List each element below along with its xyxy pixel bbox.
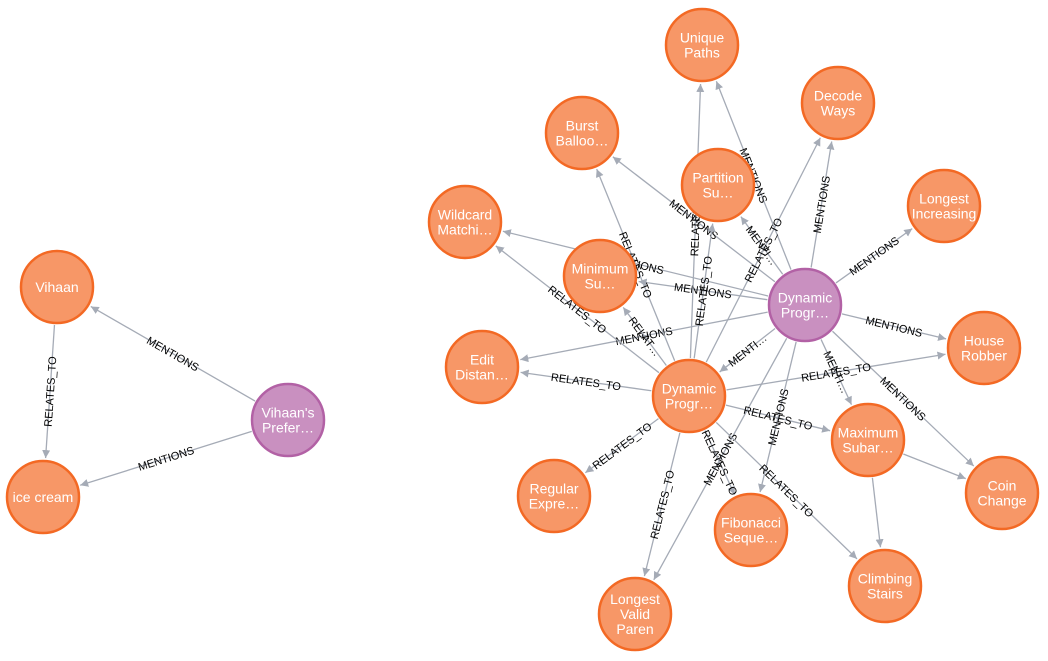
edge-label: MENTIONS	[137, 445, 196, 474]
node-circle[interactable]	[544, 95, 620, 171]
edge-line[interactable]	[622, 306, 667, 366]
edges-layer: MENTIONS MENTIONS RELATES_TO MENTIONS MENTIO…	[42, 81, 975, 581]
edge-line[interactable]	[693, 223, 716, 359]
node-circle[interactable]	[830, 402, 906, 478]
node-circle[interactable]	[946, 310, 1022, 386]
edge-line[interactable]	[584, 418, 659, 474]
node-circle[interactable]	[800, 65, 876, 141]
edge-line[interactable]	[642, 432, 681, 577]
node-circle[interactable]	[713, 492, 789, 568]
edge-dp1-house[interactable]: MENTIONS	[841, 313, 947, 341]
edge-line[interactable]	[653, 337, 788, 581]
edge-dp2-lvp[interactable]: RELATES_TO	[642, 432, 681, 577]
node-pref[interactable]: Vihaan'sPrefer…	[250, 382, 326, 458]
edge-line[interactable]	[715, 421, 858, 560]
edge-line[interactable]	[719, 327, 776, 373]
edge-label: MENTIONS	[144, 335, 200, 374]
node-circle[interactable]	[767, 267, 843, 343]
edge-dp2-regex[interactable]: RELATES_TO	[584, 418, 659, 474]
node-circle[interactable]	[651, 358, 727, 434]
node-vihaan[interactable]: Vihaan	[19, 249, 95, 325]
edge-line[interactable]	[520, 369, 652, 392]
edge-label: RELATES_TO	[649, 469, 678, 541]
node-burst[interactable]: BurstBalloo…	[544, 95, 620, 171]
edge-dp1-decode[interactable]: MENTIONS	[810, 141, 835, 268]
node-circle[interactable]	[847, 548, 923, 624]
edge-label: RELATES_TO	[591, 420, 655, 472]
edge-line[interactable]	[705, 137, 821, 363]
edge-label: MENTI…	[727, 332, 770, 369]
node-icecream[interactable]: ice cream	[5, 459, 81, 535]
edge-label: MENTIONS	[848, 235, 902, 278]
edge-line[interactable]	[689, 83, 705, 359]
edge-line[interactable]	[871, 477, 884, 548]
edge-line[interactable]	[832, 330, 975, 467]
node-circle[interactable]	[427, 184, 503, 260]
node-circle[interactable]	[19, 249, 95, 325]
node-partition[interactable]: PartitionSu…	[680, 147, 756, 223]
node-circle[interactable]	[562, 238, 638, 314]
edge-dp1-dp2[interactable]: MENTI…	[719, 327, 776, 373]
edge-line[interactable]	[810, 141, 835, 268]
node-minsum[interactable]: MinimumSu…	[562, 238, 638, 314]
node-circle[interactable]	[516, 458, 592, 534]
node-fib[interactable]: FibonacciSeque…	[713, 492, 789, 568]
edge-line[interactable]	[42, 324, 56, 459]
edge-dp2-edit[interactable]: RELATES_TO	[520, 369, 652, 394]
edge-line[interactable]	[726, 351, 946, 391]
node-circle[interactable]	[597, 576, 673, 652]
edge-line[interactable]	[903, 453, 966, 480]
edge-label: MENTIONS	[812, 175, 833, 234]
edge-line[interactable]	[835, 228, 913, 284]
edge-line[interactable]	[758, 341, 797, 493]
edge-line[interactable]	[841, 313, 947, 341]
edge-line[interactable]	[704, 430, 736, 495]
edge-label: RELATES_TO	[550, 372, 622, 394]
edge-line[interactable]	[90, 305, 256, 402]
edge-maxsub-coin[interactable]	[903, 453, 966, 480]
node-circle[interactable]	[664, 7, 740, 83]
node-circle[interactable]	[250, 382, 326, 458]
node-maxsub[interactable]: MaximumSubar…	[830, 402, 906, 478]
edge-line[interactable]	[725, 404, 831, 433]
node-edit[interactable]: EditDistan…	[444, 329, 520, 405]
node-circle[interactable]	[444, 329, 520, 405]
node-circle[interactable]	[964, 455, 1040, 531]
node-dp1[interactable]: DynamicProgr…	[767, 267, 843, 343]
edge-pref-icecream[interactable]: MENTIONS	[80, 430, 252, 487]
edge-dp1-lis[interactable]: MENTIONS	[835, 228, 913, 284]
node-regex[interactable]: RegularExpre…	[516, 458, 592, 534]
edge-line[interactable]	[80, 430, 252, 487]
edge-pref-vihaan[interactable]: MENTIONS	[90, 305, 256, 402]
edge-line[interactable]	[612, 156, 776, 283]
edge-label: MENTIONS	[864, 315, 923, 340]
node-circle[interactable]	[5, 459, 81, 535]
edge-maxsub-climb[interactable]	[871, 477, 884, 548]
node-dp2[interactable]: DynamicProgr…	[651, 358, 727, 434]
node-circle[interactable]	[906, 168, 982, 244]
node-wildcard[interactable]: WildcardMatchi…	[427, 184, 503, 260]
edge-line[interactable]	[495, 245, 660, 374]
edge-line[interactable]	[740, 216, 784, 275]
edge-vihaan-icecream[interactable]: RELATES_TO	[42, 324, 60, 459]
node-circle[interactable]	[680, 147, 756, 223]
edge-line[interactable]	[596, 168, 676, 362]
edge-label: RELATES_TO	[43, 356, 60, 428]
